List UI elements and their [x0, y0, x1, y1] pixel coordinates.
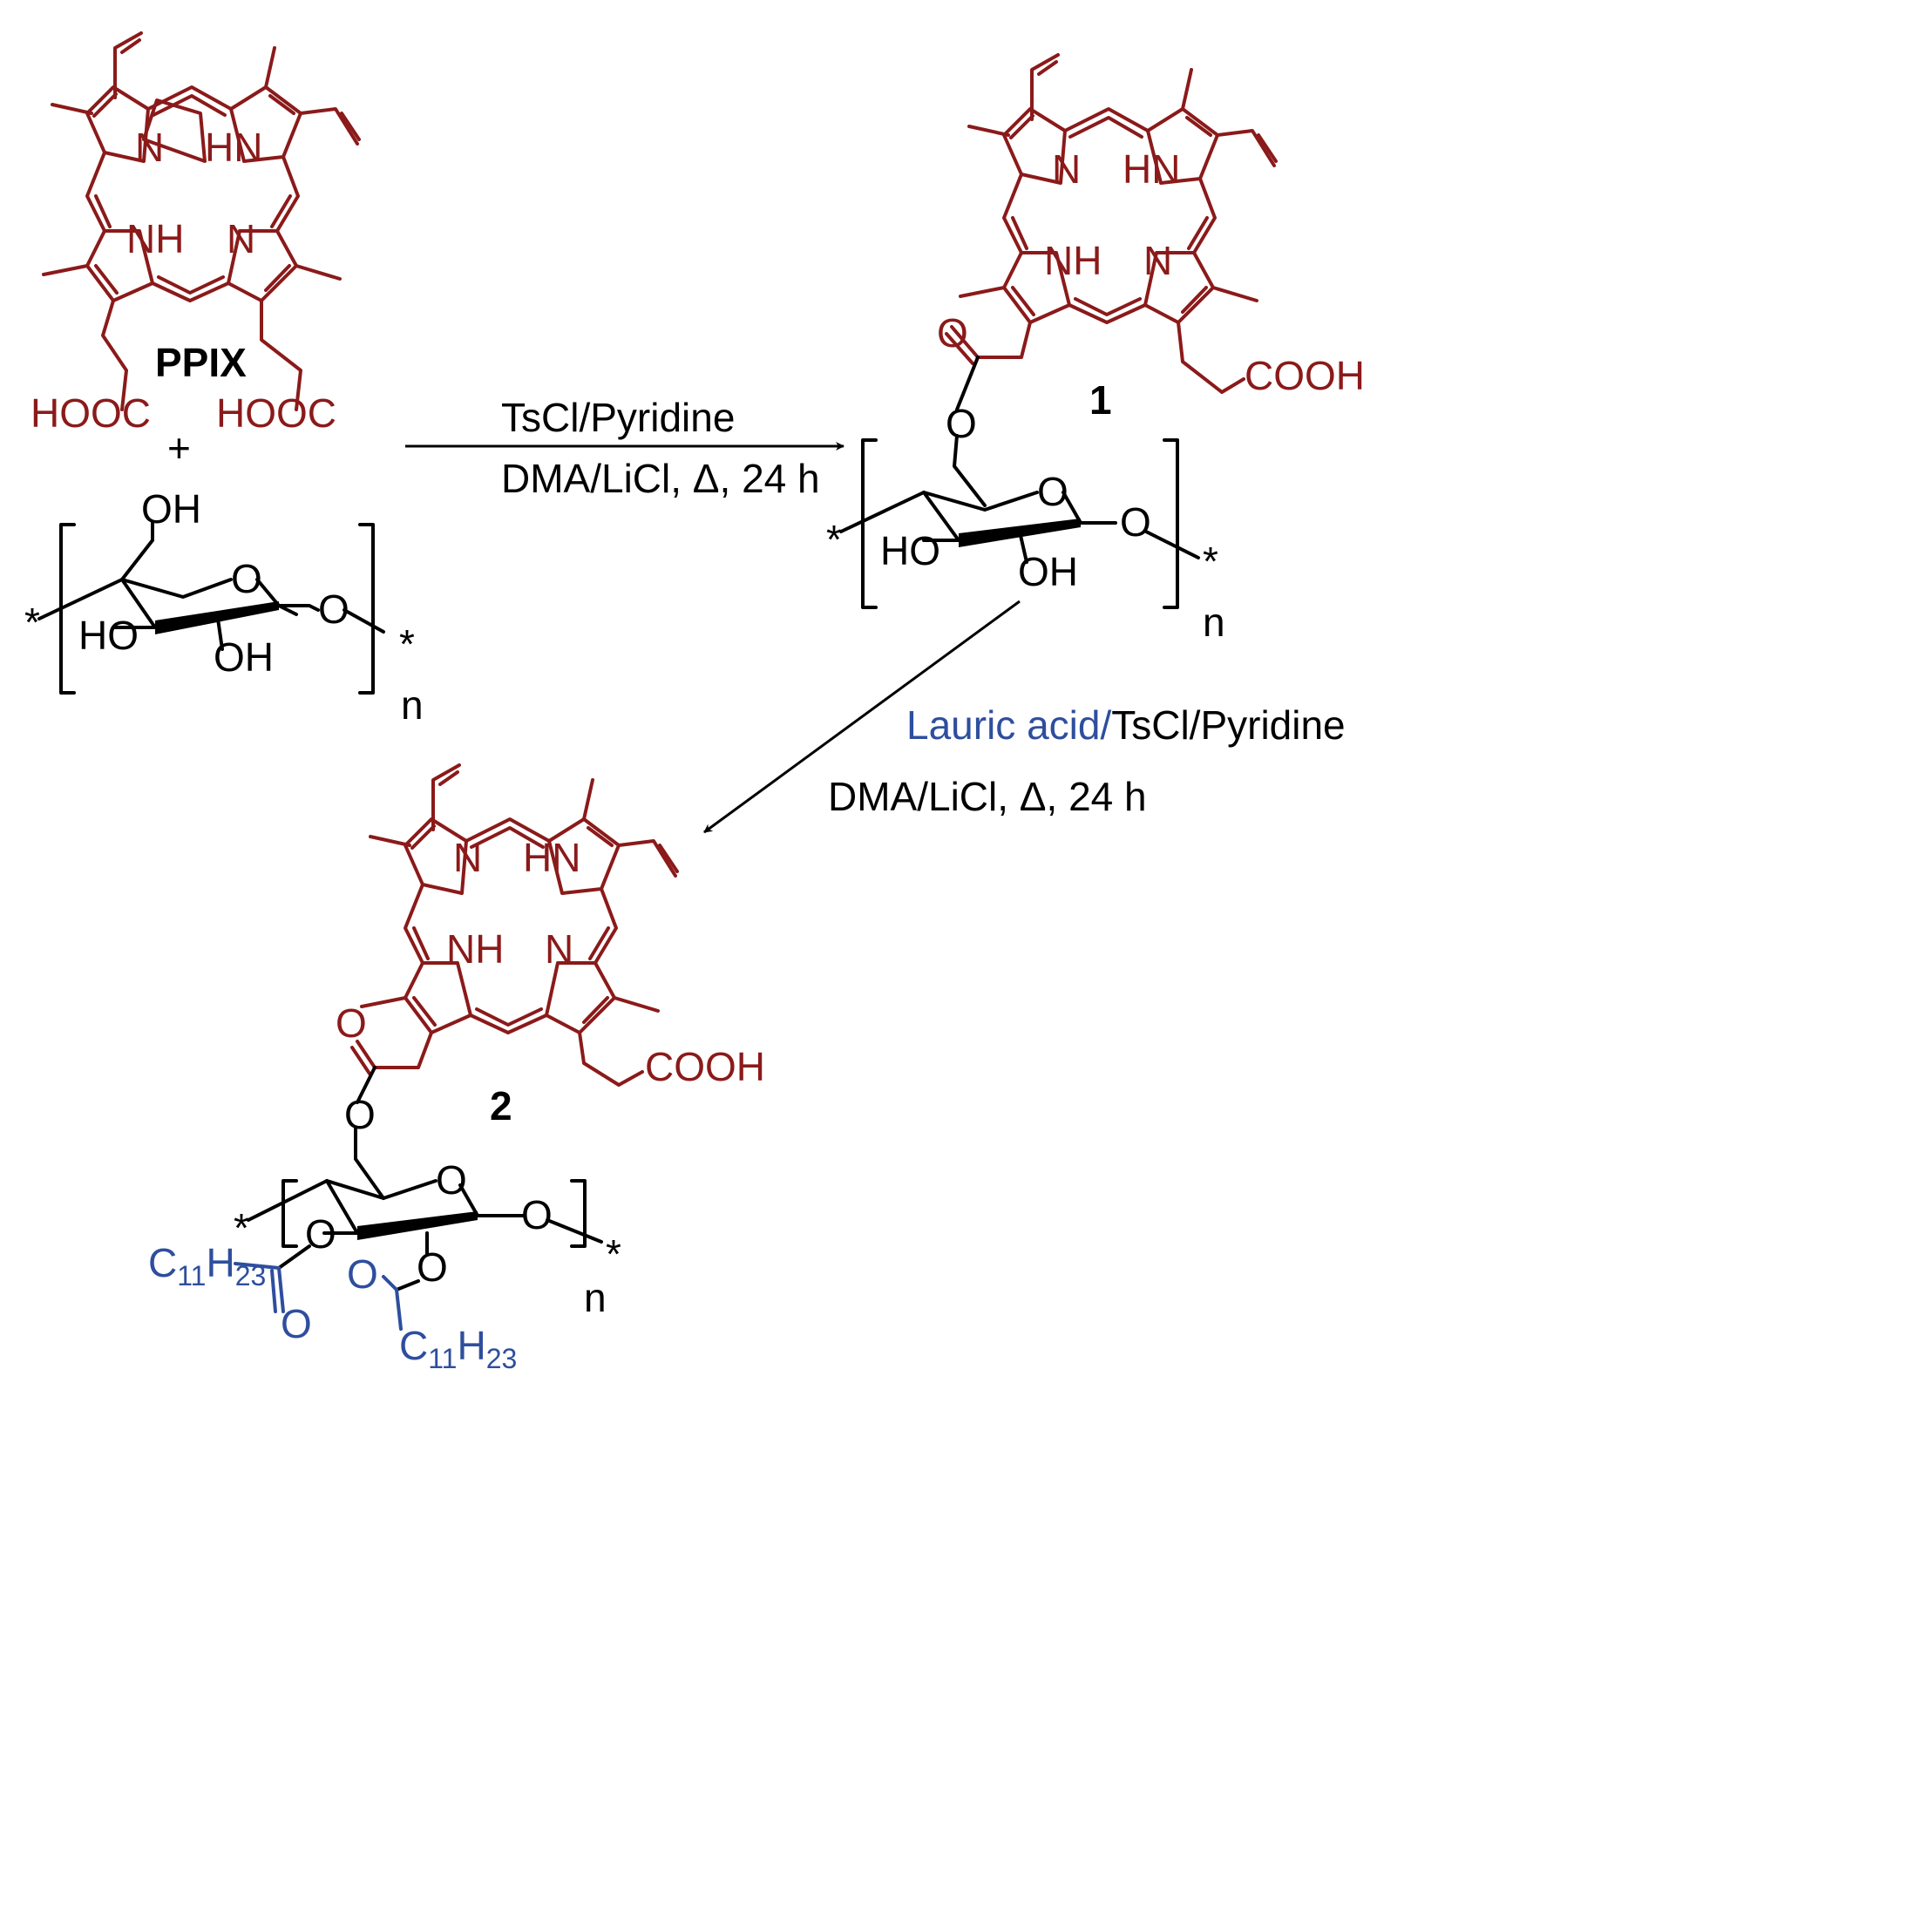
p2-star-left: * — [234, 1205, 249, 1251]
p1-acid: COOH — [1245, 353, 1365, 398]
ppix-hn: HN — [205, 125, 262, 170]
lauroyl-1-h: H — [206, 1240, 234, 1285]
product2-porphyrin — [350, 763, 679, 1087]
p1-star-right: * — [1203, 539, 1218, 584]
p2-o-carbonyl: O — [336, 1000, 367, 1046]
p2-n: n — [584, 1275, 607, 1320]
product1-name: 1 — [1089, 377, 1112, 423]
p2-n1: N — [453, 835, 482, 880]
cell-o-ring: O — [231, 556, 262, 601]
step2-lauric-acid: Lauric acid/ — [906, 702, 1111, 748]
cell-star-right: * — [399, 621, 415, 667]
p2-o-ring: O — [436, 1157, 467, 1203]
p2-star-right: * — [606, 1231, 621, 1277]
product2-cellulose — [247, 1066, 603, 1291]
p1-n2: N — [1143, 238, 1172, 283]
ppix-n1: N — [135, 125, 164, 170]
p2-o-link: O — [521, 1192, 553, 1237]
lauroyl-2-h: H — [457, 1323, 485, 1368]
lauroyl-labels: C11H23 O O C11H23 — [148, 1240, 517, 1374]
ppix-n2: N — [227, 216, 255, 261]
product1-labels: N HN NH N O COOH — [937, 146, 1365, 398]
p2-cellulose-wedge — [357, 1211, 478, 1240]
cellulose-structure — [37, 521, 385, 695]
cell-oh-bottom: OH — [214, 634, 274, 680]
lauroyl-1-h-sub: 23 — [235, 1260, 267, 1291]
p1-o-link: O — [1120, 499, 1151, 545]
lauroyl-2-c: C — [399, 1323, 428, 1368]
cell-o-link: O — [318, 586, 349, 632]
p1-o-ester: O — [946, 401, 977, 446]
p1-hn: HN — [1123, 146, 1180, 192]
product1-porphyrin — [945, 53, 1278, 394]
cell-ho: HO — [78, 613, 139, 658]
lauroyl-1-formula: C11H23 — [148, 1240, 266, 1291]
reaction-arrow-2 — [703, 600, 1021, 834]
lauroyl-2-c-sub: 11 — [428, 1343, 457, 1374]
step1-reagent: TsCl/Pyridine — [501, 395, 735, 440]
ppix-acid-right: HOOC — [216, 390, 336, 436]
plus-sign: + — [167, 425, 191, 471]
ppix-structure — [42, 31, 361, 411]
p1-nh: NH — [1044, 238, 1102, 283]
p2-n2: N — [545, 926, 573, 972]
lauroyl-2-h-sub: 23 — [486, 1343, 518, 1374]
p2-o-c3: O — [305, 1211, 336, 1257]
p1-star-left: * — [826, 517, 842, 562]
p2-hn: HN — [523, 835, 580, 880]
lauroyl-2-o: O — [347, 1251, 378, 1297]
p1-oh: OH — [1018, 549, 1078, 594]
ppix-labels: N HN NH N HOOC HOOC — [31, 125, 336, 436]
step2-reagent-rest: TsCl/Pyridine — [1111, 702, 1345, 748]
lauroyl-bonds — [234, 1262, 403, 1331]
lauroyl-1-o: O — [281, 1301, 312, 1346]
p1-n1: N — [1052, 146, 1081, 192]
product1-cell-labels: O O O HO OH * * n — [826, 401, 1225, 645]
p2-o-c2: O — [417, 1244, 448, 1290]
ppix-name: PPIX — [155, 340, 247, 385]
ppix-nh: NH — [126, 216, 184, 261]
step1-conditions: DMA/LiCl, Δ, 24 h — [501, 456, 820, 501]
cell-oh-top: OH — [141, 486, 201, 532]
ppix-acid-left: HOOC — [31, 390, 151, 436]
p2-o-ester: O — [344, 1092, 376, 1137]
p2-nh: NH — [446, 926, 504, 972]
p1-o-carbonyl: O — [937, 310, 968, 356]
step2-reagent: Lauric acid/TsCl/Pyridine — [906, 702, 1346, 748]
cell-star-left: * — [24, 600, 40, 645]
p1-ho: HO — [880, 528, 940, 573]
product2-cell-labels: O O O O O * * n — [234, 1092, 621, 1320]
step2-conditions: DMA/LiCl, Δ, 24 h — [828, 774, 1147, 819]
p1-cellulose-wedge — [959, 519, 1081, 547]
lauroyl-1-c: C — [148, 1240, 177, 1285]
p1-o-ring: O — [1037, 469, 1068, 514]
p1-n: n — [1203, 600, 1225, 645]
product2-labels: N HN NH N O COOH — [336, 835, 765, 1089]
p2-acid: COOH — [645, 1044, 765, 1089]
cellulose-labels: OH O O HO OH * * n — [24, 486, 424, 728]
product2-name: 2 — [490, 1083, 512, 1129]
cell-n: n — [401, 682, 424, 728]
lauroyl-2-formula: C11H23 — [399, 1323, 517, 1374]
cellulose-wedge — [155, 601, 279, 634]
lauroyl-1-c-sub: 11 — [177, 1260, 206, 1291]
